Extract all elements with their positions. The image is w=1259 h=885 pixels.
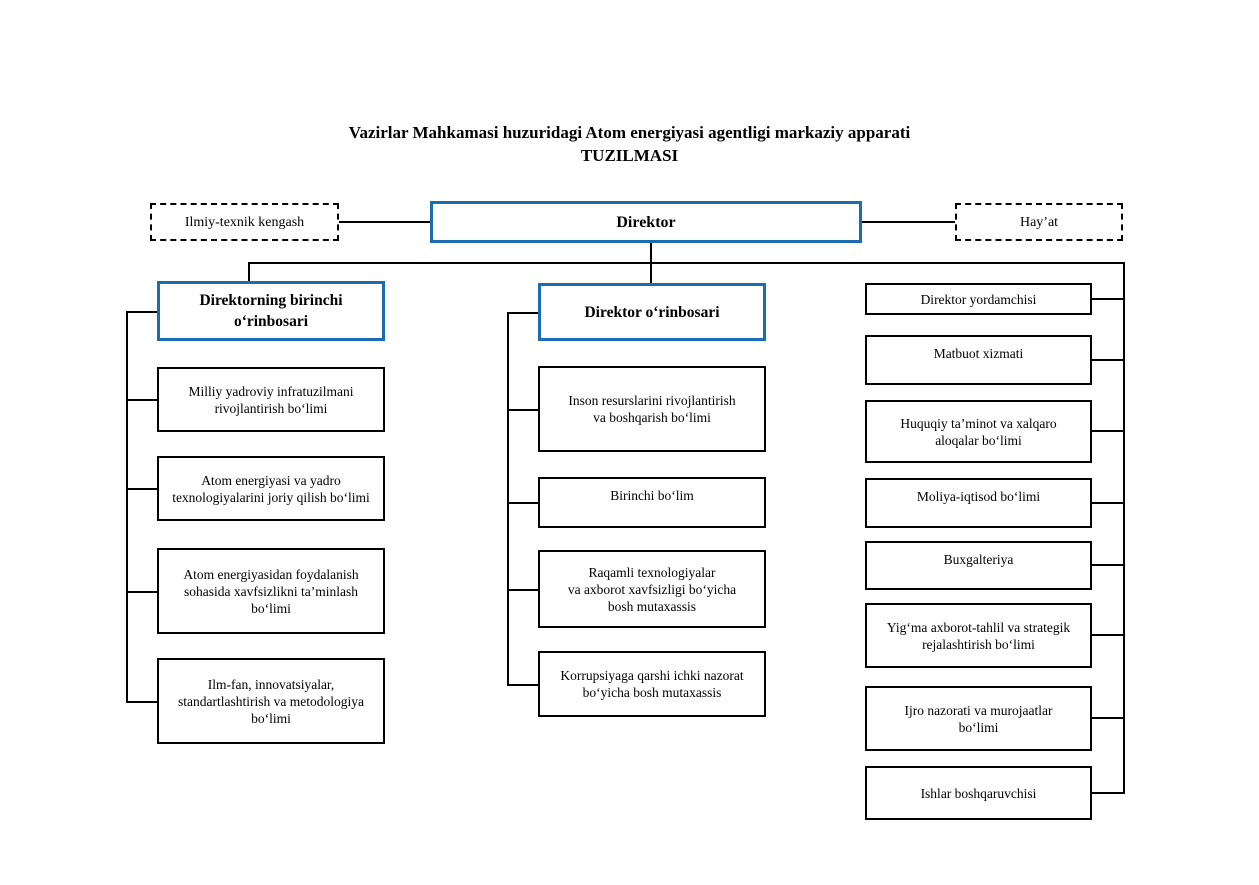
connector-right-stub-7 <box>1092 717 1123 719</box>
connector-right-stub-4 <box>1092 502 1123 504</box>
connector-director-board <box>860 221 955 223</box>
connector-left-head-drop <box>248 262 250 281</box>
board-box: Hay’at <box>955 203 1123 241</box>
left-dept-4-box: Ilm-fan, innovatsiyalar, standartlashtir… <box>157 658 385 744</box>
connector-main-horizontal <box>248 262 1125 264</box>
connector-middle-spine <box>507 312 509 686</box>
connector-middle-stub-2 <box>507 502 538 504</box>
connector-right-stub-1 <box>1092 298 1123 300</box>
connector-middle-stub-1 <box>507 409 538 411</box>
middle-dept-2-box: Birinchi bo‘lim <box>538 477 766 528</box>
right-dept-3-box: Huquqiy ta’minot va xalqaro aloqalar bo‘… <box>865 400 1092 463</box>
right-dept-6-box: Yig‘ma axborot-tahlil va strategik rejal… <box>865 603 1092 668</box>
connector-left-stub-1 <box>126 399 157 401</box>
connector-left-stub-4 <box>126 701 157 703</box>
connector-right-stub-2 <box>1092 359 1123 361</box>
connector-left-stub-head <box>126 311 157 313</box>
connector-left-stub-3 <box>126 591 157 593</box>
left-dept-1-box: Milliy yadroviy infratuzilmani rivojlant… <box>157 367 385 432</box>
science-council-box: Ilmiy-texnik kengash <box>150 203 339 241</box>
connector-right-stub-5 <box>1092 564 1123 566</box>
connector-left-stub-2 <box>126 488 157 490</box>
right-dept-2-box: Matbuot xizmati <box>865 335 1092 385</box>
right-dept-5-box: Buxgalteriya <box>865 541 1092 590</box>
page-title: Vazirlar Mahkamasi huzuridagi Atom energ… <box>0 121 1259 167</box>
connector-middle-stub-4 <box>507 684 538 686</box>
title-line-1: Vazirlar Mahkamasi huzuridagi Atom energ… <box>348 123 911 142</box>
connector-middle-stub-head <box>507 312 538 314</box>
director-box: Direktor <box>430 201 862 243</box>
connector-right-stub-3 <box>1092 430 1123 432</box>
deputy-director-box: Direktor o‘rinbosari <box>538 283 766 341</box>
connector-right-stub-6 <box>1092 634 1123 636</box>
first-deputy-director-box: Direktorning birinchi o‘rinbosari <box>157 281 385 341</box>
middle-dept-3-box: Raqamli texnologiyalar va axborot xavfsi… <box>538 550 766 628</box>
middle-dept-4-box: Korrupsiyaga qarshi ichki nazorat bo‘yic… <box>538 651 766 717</box>
right-dept-7-box: Ijro nazorati va murojaatlar bo‘limi <box>865 686 1092 751</box>
connector-right-spine <box>1123 262 1125 794</box>
connector-middle-stub-3 <box>507 589 538 591</box>
connector-council-director <box>339 221 430 223</box>
connector-right-stub-8 <box>1092 792 1123 794</box>
right-dept-8-box: Ishlar boshqaruvchisi <box>865 766 1092 820</box>
right-dept-1-box: Direktor yordamchisi <box>865 283 1092 315</box>
right-dept-4-box: Moliya-iqtisod bo‘limi <box>865 478 1092 528</box>
connector-left-spine <box>126 311 128 703</box>
left-dept-3-box: Atom energiyasidan foydalanish sohasida … <box>157 548 385 634</box>
title-line-2: TUZILMASI <box>580 146 679 165</box>
left-dept-2-box: Atom energiyasi va yadro texnologiyalari… <box>157 456 385 521</box>
middle-dept-1-box: Inson resurslarini rivojlantirish va bos… <box>538 366 766 452</box>
